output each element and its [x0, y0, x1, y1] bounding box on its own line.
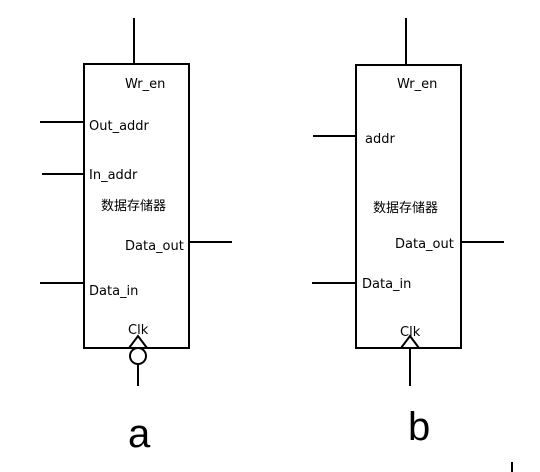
- label-clk-a: Clk: [128, 323, 149, 338]
- memory-block-a: Wr_en Out_addr In_addr 数据存储器 Data_out Da…: [40, 18, 232, 456]
- caption-b: b: [408, 405, 430, 449]
- label-data-in-a: Data_in: [89, 284, 138, 299]
- caption-a: a: [128, 412, 151, 456]
- label-wr-en-a: Wr_en: [125, 77, 165, 92]
- clock-triangle-b: [400, 334, 420, 349]
- label-clk-b: Clk: [400, 325, 421, 340]
- label-data-out-a: Data_out: [125, 239, 184, 254]
- clock-inversion-bubble-a: [129, 347, 147, 365]
- label-data-in-b: Data_in: [362, 277, 411, 292]
- label-data-out-b: Data_out: [395, 237, 454, 252]
- label-in-addr-a: In_addr: [89, 168, 138, 183]
- memory-box-a: [83, 63, 190, 349]
- clock-triangle-a: [128, 334, 148, 349]
- label-wr-en-b: Wr_en: [397, 77, 437, 92]
- label-title-a: 数据存储器: [101, 199, 166, 214]
- label-out-addr-a: Out_addr: [89, 119, 150, 134]
- label-title-b: 数据存储器: [373, 201, 438, 216]
- memory-block-b: Wr_en addr 数据存储器 Data_out Data_in Clk b: [312, 18, 504, 449]
- memory-box-b: [355, 64, 462, 349]
- label-addr-b: addr: [365, 132, 395, 147]
